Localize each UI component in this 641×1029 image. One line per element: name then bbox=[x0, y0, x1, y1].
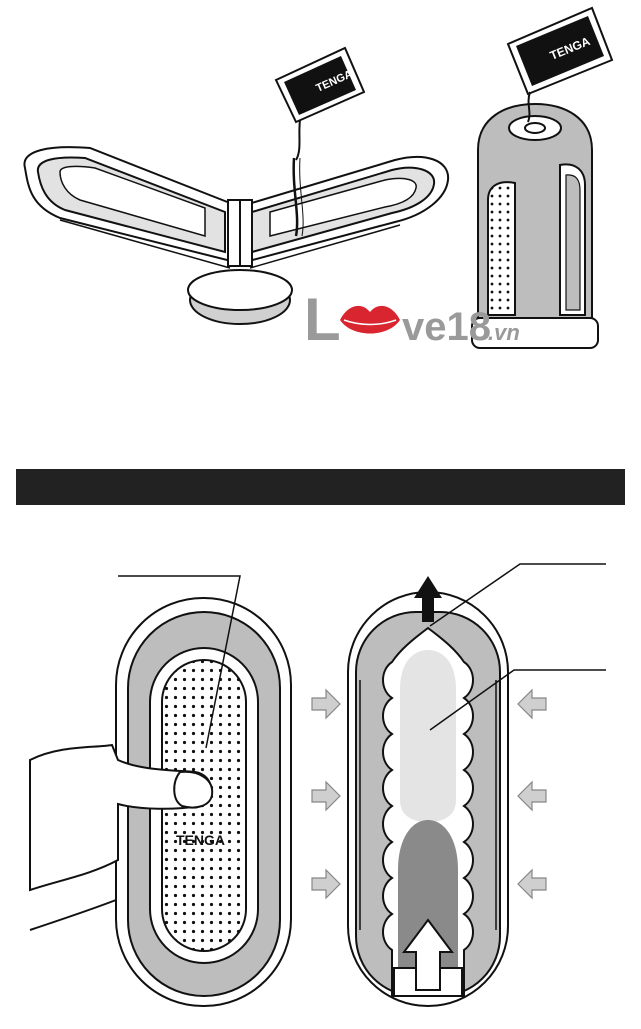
lube-sachet-right: TENGA bbox=[506, 6, 614, 96]
watermark-logo: L ve18 .vn bbox=[304, 286, 520, 353]
logo-rest: ve18 bbox=[402, 305, 491, 349]
lube-sachet-left: TENGA bbox=[274, 46, 366, 124]
lips-icon bbox=[340, 305, 400, 334]
closed-device-standing bbox=[471, 102, 599, 349]
device-cross-section bbox=[347, 591, 509, 1007]
device-brand-label: TENGA bbox=[176, 832, 225, 848]
arrow-right-icon bbox=[311, 688, 341, 900]
arrow-left-icon bbox=[517, 688, 547, 900]
lube-drip bbox=[295, 119, 301, 161]
leader-line-button bbox=[118, 575, 241, 749]
opened-device bbox=[23, 146, 450, 325]
insertion-arrow-icon bbox=[402, 918, 454, 991]
leader-line-chamber bbox=[429, 669, 606, 731]
logo-domain: .vn bbox=[488, 320, 520, 345]
logo-letter-l: L bbox=[304, 286, 341, 353]
leader-line-valve bbox=[429, 563, 606, 627]
lube-drip-right bbox=[527, 91, 531, 123]
hand-illustration bbox=[29, 743, 214, 931]
arrow-up-icon bbox=[414, 576, 442, 622]
section-divider-bar bbox=[16, 469, 625, 505]
